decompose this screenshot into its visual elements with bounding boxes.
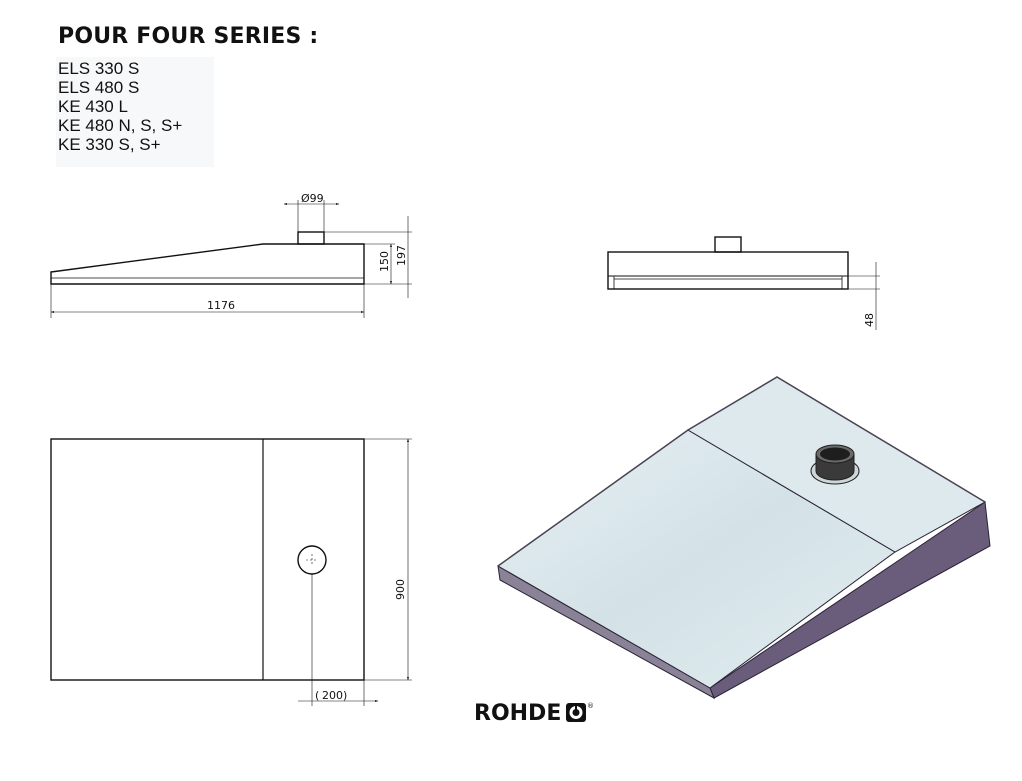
model-item: ELS 480 S — [58, 78, 140, 97]
model-item: KE 430 L — [58, 97, 128, 116]
front-view-outline — [607, 251, 849, 290]
model-list: ELS 330 S ELS 480 S KE 430 L KE 480 N, S… — [56, 57, 214, 167]
top-view — [50, 438, 412, 706]
depth-label: 900 — [394, 579, 407, 600]
registered-mark: ® — [587, 702, 593, 710]
offset-label: 200 — [322, 689, 343, 702]
offset-paren-close: ) — [343, 689, 347, 702]
model-item: KE 480 N, S, S+ — [58, 116, 183, 135]
rohde-logo-icon: ® — [566, 702, 593, 722]
brand-logo: ROHDE ® — [474, 700, 593, 726]
top-view-outline — [50, 438, 365, 681]
side-view-collar — [297, 231, 325, 245]
front-view-collar — [714, 236, 742, 253]
side-view — [50, 200, 412, 318]
model-item: ELS 330 S — [58, 59, 140, 78]
height-b-label: 197 — [395, 245, 408, 266]
front-height-label: 48 — [863, 313, 876, 327]
diameter-label: Ø99 — [301, 192, 324, 205]
front-view — [607, 236, 880, 330]
height-a-label: 150 — [378, 251, 391, 272]
offset-paren-open: ( — [315, 689, 319, 702]
model-item: KE 330 S, S+ — [58, 135, 161, 154]
page-title: POUR FOUR SERIES : — [58, 24, 319, 49]
brand-name: ROHDE — [474, 700, 562, 726]
isometric-view — [497, 376, 991, 700]
length-label: 1176 — [207, 299, 235, 312]
side-view-outline — [50, 243, 365, 285]
